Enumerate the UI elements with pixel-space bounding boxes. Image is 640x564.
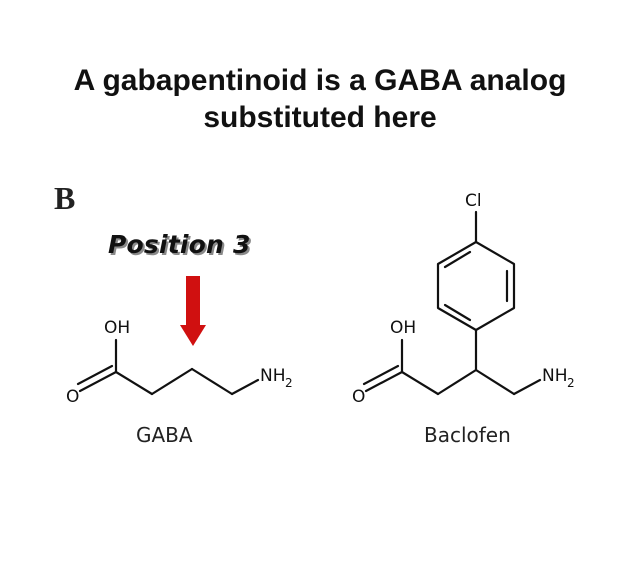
baclofen-nh-label: NH	[542, 366, 568, 386]
baclofen-bond-c1-o-double	[362, 364, 400, 386]
position-label: Position 3	[108, 230, 251, 259]
gaba-bond-c1-o-double	[76, 364, 114, 386]
baclofen-bond-c1-c2	[400, 370, 440, 396]
panel-label: B	[54, 180, 76, 216]
position-arrow	[180, 276, 206, 346]
gaba-bond-c1-c2	[114, 370, 154, 396]
gaba-bond-c3-c4	[190, 367, 234, 396]
baclofen-oh-label: OH	[390, 318, 416, 338]
baclofen-nh-subscript: 2	[567, 376, 575, 390]
baclofen-structure: Cl OH O NH 2 Baclofen	[352, 191, 575, 447]
baclofen-cl-label: Cl	[465, 191, 482, 211]
page-title: A gabapentinoid is a GABA analog substit…	[0, 62, 640, 136]
gaba-nh-subscript: 2	[285, 376, 293, 390]
title-line-1: A gabapentinoid is a GABA analog	[73, 64, 567, 97]
gaba-o-label: O	[66, 387, 79, 407]
baclofen-o-label: O	[352, 387, 365, 407]
baclofen-bond-c4-n	[512, 378, 542, 396]
baclofen-bond-c3-c4	[474, 368, 516, 396]
gaba-oh-label: OH	[104, 318, 130, 338]
gaba-caption: GABA	[136, 423, 193, 447]
title-line-2: substituted here	[203, 101, 437, 134]
baclofen-ring-double-3	[443, 303, 472, 322]
gaba-structure: OH O NH 2 GABA	[66, 318, 293, 447]
baclofen-bond-c1-o	[364, 370, 404, 393]
baclofen-bond-c2-c3	[436, 368, 478, 396]
gaba-bond-c1-o	[78, 370, 118, 393]
gaba-nh-label: NH	[260, 366, 286, 386]
baclofen-ring-double-2	[443, 250, 472, 269]
baclofen-benzene-ring	[436, 240, 516, 332]
baclofen-caption: Baclofen	[424, 423, 511, 447]
gaba-bond-c2-c3	[150, 367, 194, 396]
gaba-bond-c4-n	[230, 378, 260, 396]
